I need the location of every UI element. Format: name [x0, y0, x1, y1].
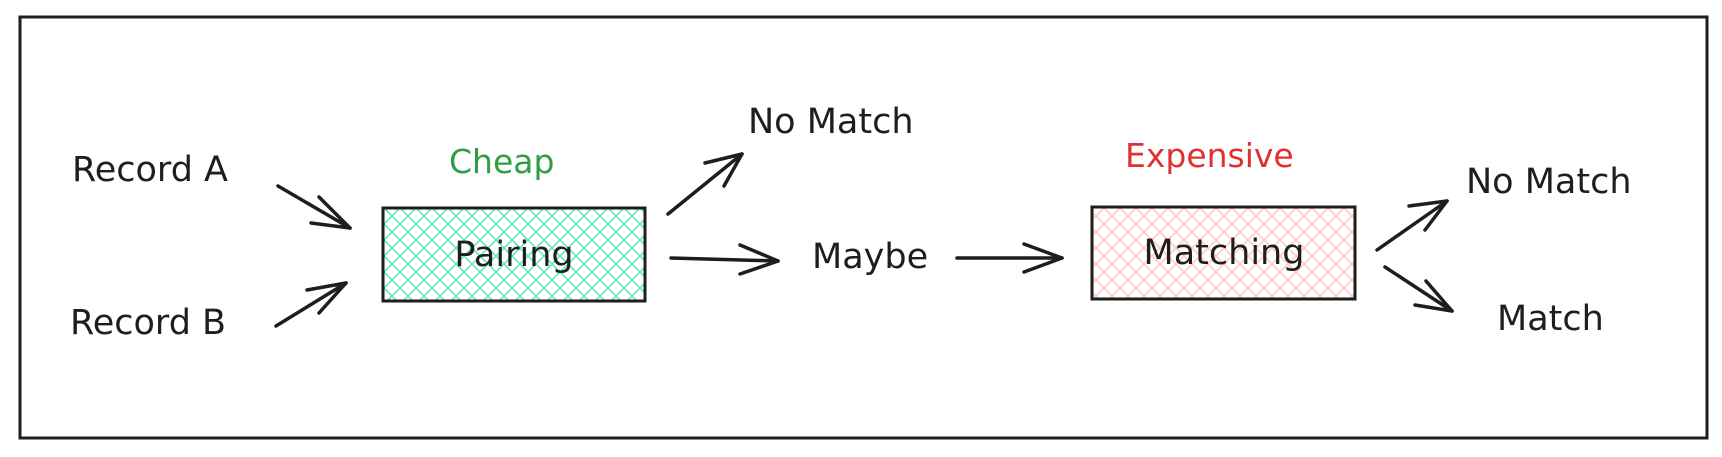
arrow-matching-to-no-match — [1375, 199, 1449, 252]
matching-box — [1090, 205, 1357, 301]
diagram-frame — [18, 15, 1709, 440]
arrow-matching-to-match — [1383, 265, 1454, 313]
arrow-record-a-to-pairing — [276, 184, 352, 230]
arrow-maybe-to-matching — [955, 242, 1064, 274]
arrow-pairing-to-no-match — [666, 152, 744, 216]
record-a-label: Record A — [72, 150, 228, 190]
maybe-label: Maybe — [812, 237, 928, 277]
pairing-no-match-label: No Match — [748, 102, 914, 142]
pairing-label: Pairing — [454, 235, 573, 275]
expensive-tag: Expensive — [1125, 136, 1294, 175]
matching-no-match-label: No Match — [1466, 162, 1632, 202]
record-b-label: Record B — [70, 303, 226, 343]
arrow-pairing-to-maybe — [669, 243, 780, 276]
cheap-tag: Cheap — [449, 142, 554, 181]
pairing-box — [381, 206, 647, 303]
matching-label: Matching — [1144, 233, 1305, 273]
arrow-record-b-to-pairing — [274, 281, 348, 328]
match-label: Match — [1497, 299, 1604, 339]
